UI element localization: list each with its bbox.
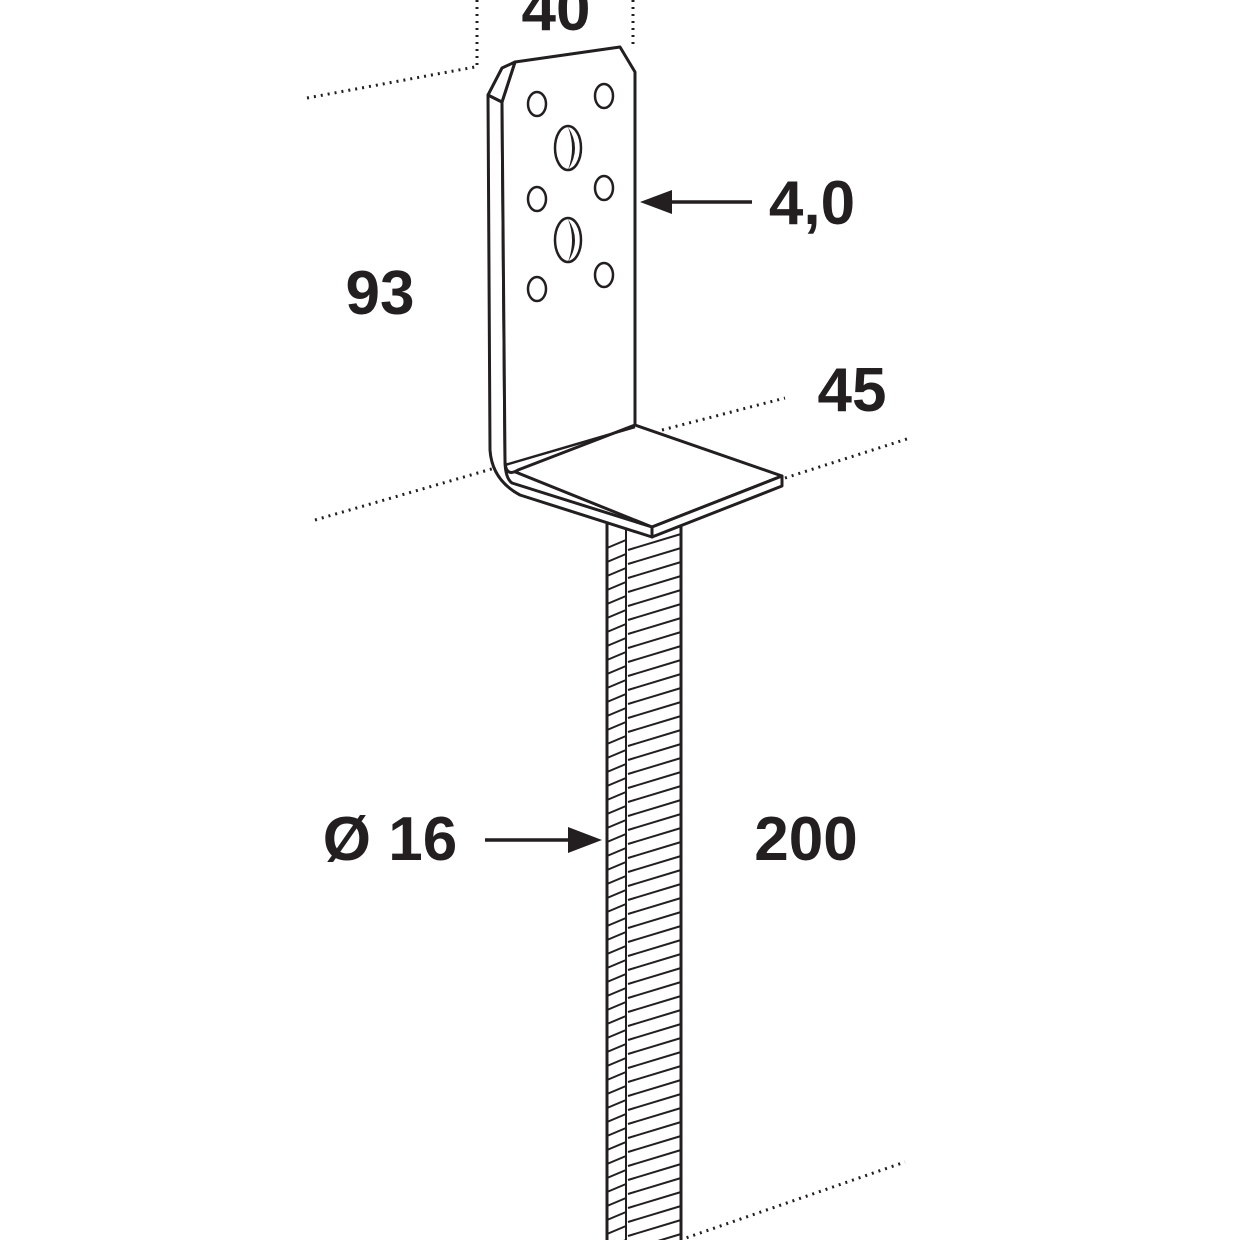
- thread-rib: [606, 1023, 682, 1041]
- thread-rib: [606, 687, 682, 705]
- thread-rib: [606, 897, 682, 915]
- thread-rib: [606, 1051, 682, 1069]
- thread-rib: [606, 1107, 682, 1125]
- thread-rib: [606, 1009, 682, 1027]
- hole: [526, 90, 548, 118]
- thickness-arrowhead: [640, 190, 672, 214]
- diameter-arrow: [485, 827, 602, 853]
- thread-rib: [606, 785, 682, 803]
- hole-large: [553, 124, 583, 172]
- hole-large: [553, 216, 583, 264]
- depth-extension-front: [784, 436, 911, 480]
- depth-extension-back: [661, 396, 786, 432]
- thread-rib: [606, 967, 682, 985]
- hole: [593, 261, 615, 289]
- thread-rib: [606, 547, 682, 565]
- hole: [526, 185, 548, 213]
- height-extension-bottom: [314, 466, 496, 522]
- threaded-rod: [605, 516, 683, 1240]
- thread-rib: [606, 631, 682, 649]
- thread-rib: [623, 1233, 682, 1240]
- thread-rib: [606, 603, 682, 621]
- thread-rib: [606, 701, 682, 719]
- thread-rib: [606, 883, 682, 901]
- thread-rib: [606, 841, 682, 859]
- thread-rib: [606, 939, 682, 957]
- thread-rib: [606, 827, 682, 845]
- thread-rib: [606, 1163, 682, 1181]
- thread-rib: [606, 925, 682, 943]
- plate-top-edge: [486, 60, 517, 104]
- rod-length-label: 200: [754, 805, 857, 874]
- thread-rib: [606, 1149, 682, 1167]
- plate-holes: [526, 82, 615, 303]
- thread-rib: [606, 771, 682, 789]
- dimension-extension-lines: [306, 0, 911, 1240]
- thread-rib: [606, 645, 682, 663]
- thread-rib: [606, 561, 682, 579]
- thread-rib: [606, 911, 682, 929]
- thread-rib: [606, 1065, 682, 1083]
- depth-label: 45: [818, 356, 887, 425]
- thread-rib: [606, 1037, 682, 1055]
- thread-rib: [606, 575, 682, 593]
- thread-rib: [606, 757, 682, 775]
- thread-rib: [606, 981, 682, 999]
- thread-rib: [606, 1079, 682, 1097]
- thread-rib: [606, 995, 682, 1013]
- height-extension-top: [306, 65, 476, 100]
- thread-rib: [606, 1205, 682, 1223]
- hole: [593, 174, 615, 202]
- thread-rib: [606, 743, 682, 761]
- thread-rib: [606, 729, 682, 747]
- thickness-label: 4,0: [769, 169, 855, 238]
- thread-rib: [606, 953, 682, 971]
- thread-rib: [606, 1191, 682, 1209]
- hole-large-shade: [568, 219, 575, 262]
- diameter-arrowhead: [568, 827, 602, 853]
- thread-rib: [606, 855, 682, 873]
- plate-fold-line: [504, 425, 636, 467]
- hole: [593, 82, 615, 110]
- thread-rib: [606, 715, 682, 733]
- thread-rib: [606, 813, 682, 831]
- thread-rib: [606, 589, 682, 607]
- thread-rib: [606, 659, 682, 677]
- thread-rib: [606, 1121, 682, 1139]
- thread-rib: [606, 869, 682, 887]
- angle-bracket: [486, 45, 784, 539]
- thread-rib: [606, 617, 682, 635]
- thread-rib: [606, 533, 682, 551]
- thread-rib: [606, 1093, 682, 1111]
- height-label: 93: [346, 259, 415, 328]
- hole: [526, 275, 548, 303]
- diameter-label: Ø 16: [323, 805, 457, 874]
- thread-rib: [606, 1135, 682, 1153]
- thread-rib: [606, 799, 682, 817]
- thickness-arrow: [640, 190, 752, 214]
- thread-rib: [606, 673, 682, 691]
- thread-rib: [606, 1177, 682, 1195]
- width-label: 40: [522, 0, 591, 44]
- hole-large-shade: [568, 127, 575, 170]
- rod-threads: [606, 533, 682, 1240]
- thread-rib: [606, 1219, 682, 1237]
- rod-extension-bottom: [679, 1160, 906, 1240]
